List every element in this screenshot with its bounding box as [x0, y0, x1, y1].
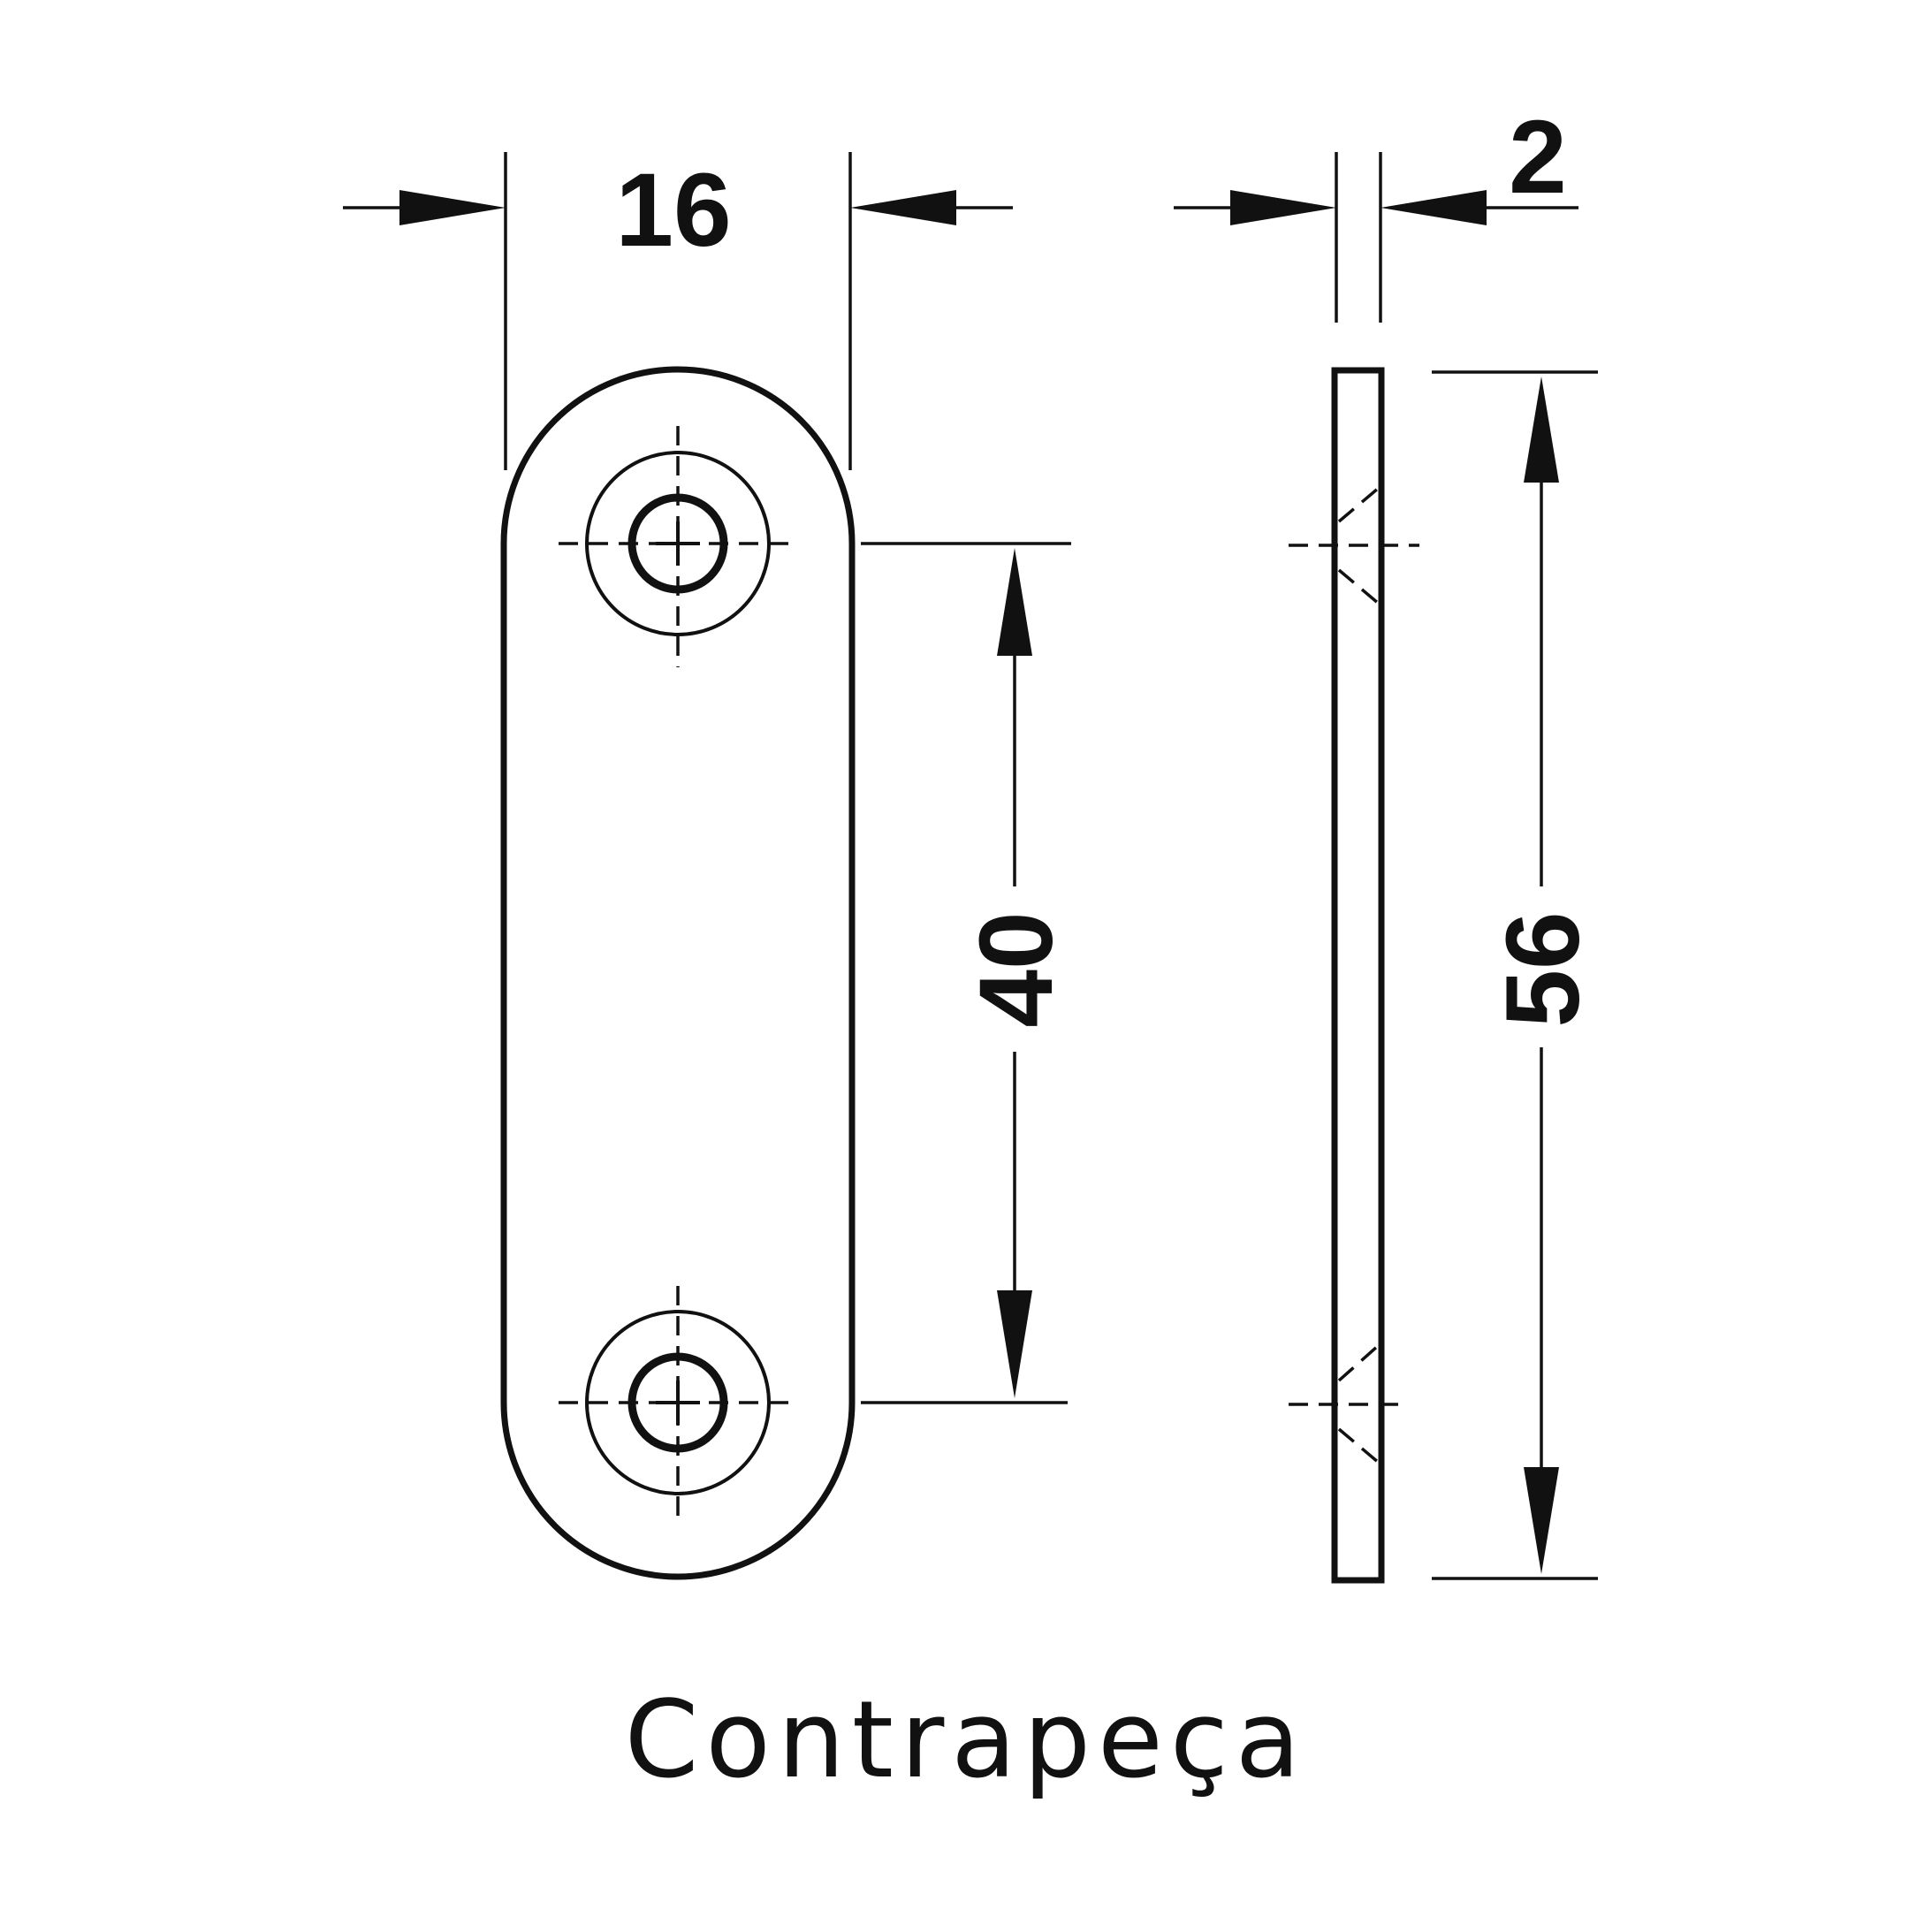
- thickness-label: 2: [1509, 99, 1567, 216]
- side-profile: [1331, 367, 1385, 1584]
- side-top-countersink-b: [1337, 568, 1381, 605]
- caption: Contrapeça: [624, 1679, 1308, 1802]
- bottom-hole: [559, 1286, 797, 1525]
- thickness-dimension: 2: [1174, 99, 1578, 323]
- spacing-arrow-top: [997, 548, 1032, 656]
- spacing-arrow-bottom: [997, 1290, 1032, 1398]
- width-dimension: 16: [343, 152, 1013, 470]
- side-bottom-countersink-a: [1337, 1343, 1381, 1382]
- thickness-arrow-left: [1230, 190, 1336, 225]
- thickness-arrow-right: [1381, 190, 1487, 225]
- width-label: 16: [615, 152, 731, 269]
- top-hole: [559, 426, 797, 667]
- spacing-label: 40: [958, 911, 1075, 1027]
- width-arrow-left: [399, 190, 506, 225]
- length-arrow-bottom: [1524, 1467, 1559, 1574]
- width-arrow-right: [850, 190, 956, 225]
- side-view: 2 56: [1174, 99, 1601, 1584]
- side-top-countersink-a: [1337, 486, 1381, 523]
- length-dimension: 56: [1432, 370, 1601, 1580]
- front-view: 16 40: [343, 152, 1075, 1580]
- length-arrow-top: [1524, 377, 1559, 483]
- side-bottom-countersink-b: [1337, 1427, 1381, 1464]
- plate-outline: [500, 366, 856, 1580]
- length-label: 56: [1485, 911, 1601, 1027]
- hole-spacing-dimension: 40: [861, 542, 1075, 1404]
